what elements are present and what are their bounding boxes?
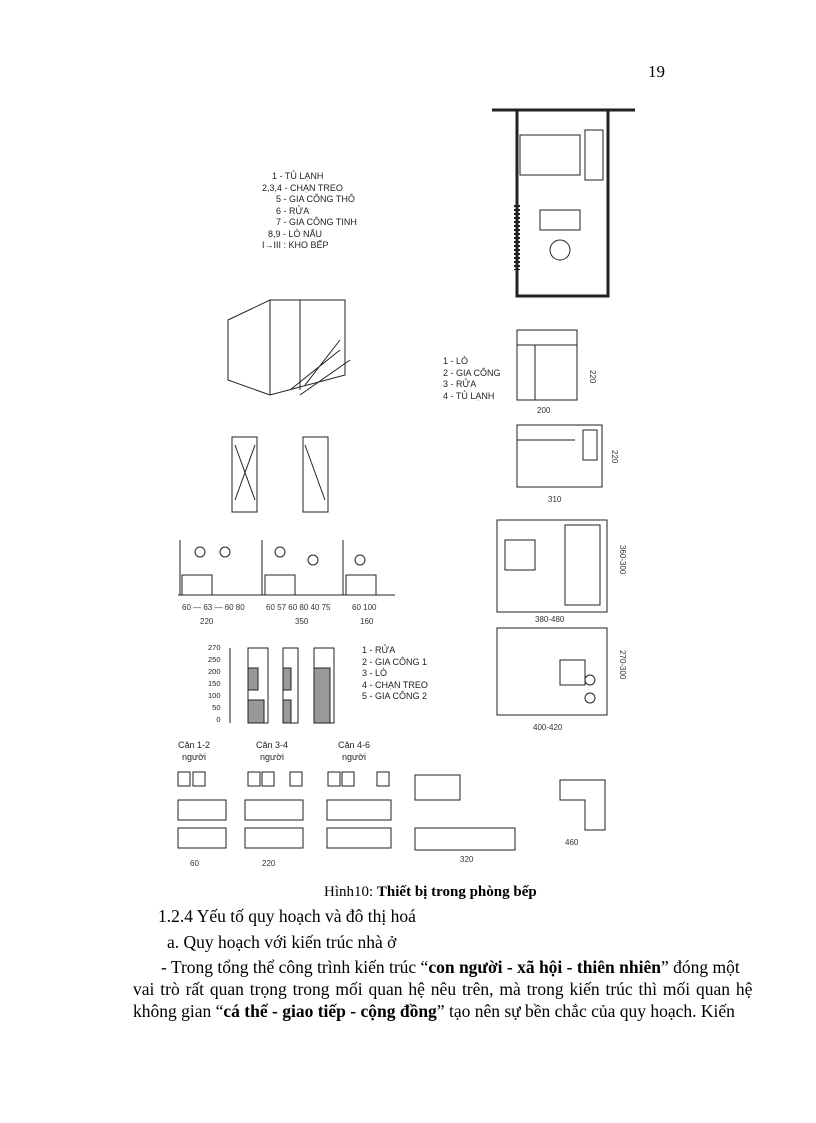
household-label-line: người	[182, 751, 206, 762]
legend-item: I→III : KHO BẾP	[262, 240, 329, 250]
legend-item: 4 - TỦ LẠNH	[443, 390, 495, 401]
kitchen-equipment-figure: 60 — 63 — 60 80 60 57 60 80 40 75 60 100…	[177, 108, 635, 868]
svg-text:350: 350	[295, 617, 309, 626]
legend-item: 8,9 - LÒ NẤU	[268, 228, 323, 239]
household-label-line: Căn 4-6	[338, 740, 371, 750]
household-label-line: người	[260, 751, 284, 762]
subheading: a. Quy hoạch với kiến trúc nhà ở	[167, 932, 397, 952]
legend-item: 5 - GIA CÔNG 2	[362, 691, 428, 701]
axis-label: 150	[208, 679, 221, 688]
legend-item: 1 - RỬA	[362, 645, 396, 655]
svg-text:60 — 63 — 60 80: 60 — 63 — 60 80	[182, 603, 245, 612]
svg-text:200: 200	[537, 406, 551, 415]
plan-u-shape	[516, 424, 603, 488]
svg-text:220: 220	[610, 450, 619, 464]
paragraph-line-2: vai trò rất quan trọng trong mối quan hệ…	[133, 979, 753, 999]
paragraph-line-3: không gian “cá thể - giao tiếp - cộng đồ…	[133, 1000, 735, 1022]
plan-island-kitchen	[496, 627, 608, 716]
legend-item: 5 - GIA CÔNG THÔ	[276, 194, 355, 204]
svg-text:320: 320	[460, 855, 474, 864]
legend-item: 3 - LÒ	[362, 668, 388, 678]
kitchen-module-layouts: 60 220 320 460	[177, 771, 606, 868]
legend-item: 7 - GIA CÔNG TINH	[276, 217, 357, 227]
svg-text:380-480: 380-480	[535, 615, 565, 624]
legend-item: 4 - CHẠN TREO	[362, 679, 428, 690]
household-label-line: người	[342, 751, 366, 762]
plan-l-shape	[516, 329, 578, 401]
page-number: 19	[648, 62, 665, 81]
svg-text:160: 160	[360, 617, 374, 626]
legend-item: 6 - RỬA	[276, 205, 310, 216]
legend-item: 2 - GIA CÔNG 1	[362, 656, 428, 667]
ergonomic-section-drawings: 60 — 63 — 60 80 60 57 60 80 40 75 60 100…	[178, 540, 395, 626]
text: ” tạo nên sự bền chắc của quy hoạch. Kiế…	[436, 1001, 735, 1021]
paragraph-line-1: - Trong tổng thể công trình kiến trúc “c…	[161, 956, 740, 978]
svg-text:220: 220	[262, 859, 276, 868]
axis-label: 250	[208, 655, 221, 664]
svg-text:270-300: 270-300	[618, 650, 627, 680]
figure-caption: Hình10: Thiết bị trong phòng bếp	[324, 884, 537, 901]
text: không gian “	[133, 1001, 224, 1021]
section-heading: 1.2.4 Yếu tố quy hoạch và đô thị hoá	[158, 906, 416, 926]
legend-item: 2 - GIA CÔNG	[443, 367, 501, 378]
svg-text:220: 220	[588, 370, 597, 384]
svg-text:360-300: 360-300	[618, 545, 627, 575]
svg-text:460: 460	[565, 838, 579, 847]
household-label-line: Căn 3-4	[256, 740, 289, 750]
small-plan-2	[302, 436, 329, 513]
text: - Trong tổng thể công trình kiến trúc “	[161, 957, 429, 977]
svg-text:400-420: 400-420	[533, 723, 563, 732]
legend-item: 2,3,4 - CHẠN TREO	[262, 182, 343, 193]
axis-label: 0	[216, 715, 221, 724]
household-label-line: Căn 1-2	[178, 740, 211, 750]
text: ” đóng một	[661, 957, 740, 977]
isometric-kitchen-drawing	[227, 299, 351, 396]
svg-text:60 100: 60 100	[352, 603, 377, 612]
svg-text:220: 220	[200, 617, 214, 626]
svg-text:310: 310	[548, 495, 562, 504]
legend-item: 3 - RỬA	[443, 379, 477, 389]
legend-item: 1 - TỦ LẠNH	[272, 171, 324, 181]
legend-item: 1 - LÒ	[443, 356, 469, 366]
axis-label: 200	[208, 667, 221, 676]
plan-dining-kitchen	[496, 519, 608, 613]
small-plan-1	[231, 436, 258, 513]
kitchen-floor-plan-large	[492, 108, 635, 298]
caption-title: Thiết bị trong phòng bếp	[376, 884, 537, 900]
bold-text: cá thể - giao tiếp - cộng đồng	[223, 1001, 437, 1021]
height-diagrams	[229, 647, 335, 724]
bold-text: con người - xã hội - thiên nhiên	[428, 957, 661, 977]
axis-label: 50	[212, 703, 221, 712]
height-axis-labels: 270 250 200 150 100 50 0	[208, 642, 221, 726]
svg-text:60 57 60 80 40 75: 60 57 60 80 40 75	[266, 603, 331, 612]
svg-text:60: 60	[190, 859, 199, 868]
axis-label: 100	[208, 691, 221, 700]
caption-prefix: Hình10:	[324, 884, 377, 900]
axis-label: 270	[208, 643, 221, 652]
